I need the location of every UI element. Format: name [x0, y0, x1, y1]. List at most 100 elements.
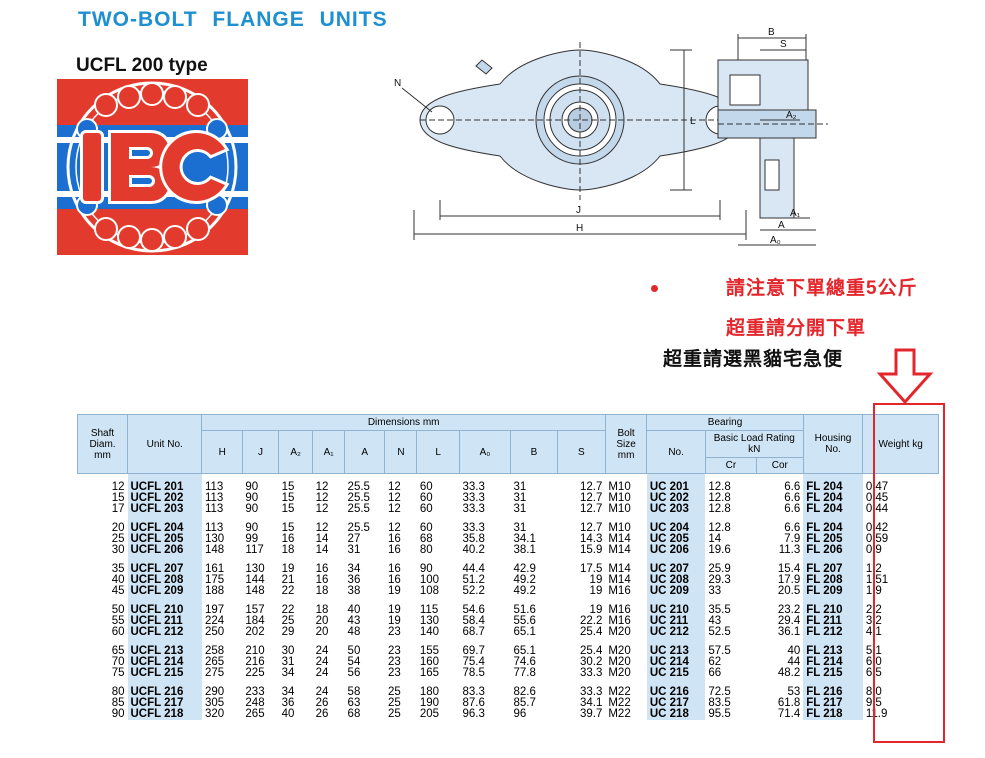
- table-cell: 44: [787, 656, 801, 668]
- table-cell: 83.5: [708, 697, 731, 709]
- table-cell: FL 211: [803, 615, 863, 627]
- table-cell: 25: [111, 533, 125, 545]
- col-cr: Cr: [704, 457, 757, 474]
- table-cell: 62: [708, 656, 722, 668]
- table-cell: 34: [281, 686, 295, 698]
- table-cell: 320: [204, 708, 225, 720]
- table-cell: 18: [315, 604, 329, 616]
- table-cell: 11.3: [778, 544, 801, 556]
- table-cell: 6.6: [784, 522, 801, 534]
- col-j: J: [241, 430, 280, 474]
- table-cell: 250: [204, 626, 225, 638]
- table-cell: 15: [281, 503, 295, 515]
- col-load-rating: Basic Load Rating kN: [704, 430, 804, 458]
- table-cell: FL 212: [803, 626, 863, 638]
- table-cell: 11.9: [865, 708, 888, 720]
- table-cell: 26: [315, 708, 329, 720]
- table-cell: 17: [111, 503, 125, 515]
- table-cell: M14: [608, 563, 631, 575]
- table-cell: 49.2: [513, 574, 536, 586]
- table-cell: 31: [513, 503, 527, 515]
- table-cell: UC 205: [646, 533, 706, 545]
- table-cell: 24: [315, 645, 329, 657]
- table-cell: 29.3: [708, 574, 731, 586]
- table-cell: UC 203: [646, 503, 706, 515]
- table-cell: UC 207: [646, 556, 706, 575]
- table-cell: FL 204: [803, 473, 863, 493]
- table-cell: FL 204: [803, 515, 863, 534]
- table-cell: 26: [315, 697, 329, 709]
- table-cell: FL 208: [803, 574, 863, 586]
- table-cell: FL 218: [803, 708, 863, 720]
- table-cell: UCFL 218: [127, 708, 202, 720]
- table-cell: 33.3: [462, 492, 485, 504]
- table-cell: 30: [281, 645, 295, 657]
- table-cell: 60: [419, 481, 433, 493]
- table-cell: M22: [608, 697, 631, 709]
- table-cell: 16: [387, 563, 401, 575]
- col-s: S: [556, 430, 606, 474]
- table-cell: 14.3: [579, 533, 603, 545]
- table-cell: 113: [204, 522, 224, 534]
- table-cell: M10: [608, 481, 631, 493]
- table-cell: 25.4: [579, 645, 603, 657]
- table-cell: 117: [245, 544, 264, 556]
- table-cell: FL 214: [803, 656, 863, 668]
- table-cell: 6.6: [784, 492, 801, 504]
- col-bolt: Bolt Size mm: [604, 414, 648, 474]
- table-cell: FL 217: [803, 697, 863, 709]
- col-a1: A₁: [312, 430, 346, 474]
- table-cell: 87.6: [462, 697, 485, 709]
- table-cell: 14: [315, 544, 329, 556]
- table-cell: 85: [111, 697, 125, 709]
- table-cell: 31: [347, 544, 361, 556]
- note-shipping: 超重請選黑貓宅急便: [663, 349, 844, 370]
- table-cell: UCFL 212: [127, 626, 202, 638]
- table-cell: 224: [204, 615, 225, 627]
- table-cell: UC 201: [646, 473, 706, 493]
- page-title: TWO-BOLT FLANGE UNITS: [78, 8, 388, 31]
- table-cell: 30.2: [579, 656, 603, 668]
- table-cell: 96.3: [462, 708, 485, 720]
- table-cell: 15: [281, 492, 295, 504]
- table-cell: 24: [315, 686, 329, 698]
- col-housing: Housing No.: [802, 414, 864, 474]
- col-a: A: [344, 430, 386, 474]
- table-cell: 49.2: [513, 585, 536, 597]
- table-cell: 12: [315, 481, 329, 493]
- table-cell: FL 204: [803, 492, 863, 504]
- table-cell: 15: [281, 522, 295, 534]
- table-cell: 205: [419, 708, 440, 720]
- table-cell: UC 206: [646, 544, 706, 556]
- table-cell: 35.5: [708, 604, 731, 616]
- table-cell: UC 213: [646, 638, 706, 657]
- table-cell: 19: [387, 615, 401, 627]
- table-cell: UC 218: [646, 708, 706, 720]
- table-cell: 12.7: [579, 492, 603, 504]
- table-cell: 82.6: [513, 686, 536, 698]
- table-cell: 0.59: [865, 533, 889, 545]
- col-cor: Cor: [755, 457, 804, 474]
- table-cell: 63: [347, 697, 361, 709]
- table-cell: FL 206: [803, 544, 863, 556]
- table-cell: 14: [708, 533, 722, 545]
- dim-label-b: B: [768, 27, 775, 38]
- table-cell: 19: [387, 604, 401, 616]
- table-cell: 12: [387, 481, 401, 493]
- table-cell: 33.3: [579, 686, 603, 698]
- col-bearing: Bearing: [646, 414, 804, 431]
- table-cell: 69.7: [462, 645, 485, 657]
- ibc-logo: [57, 79, 248, 255]
- table-cell: 78.5: [462, 667, 485, 679]
- table-cell: 60: [419, 522, 433, 534]
- product-type-title: UCFL 200 type: [76, 55, 208, 76]
- note-bullet: [651, 285, 658, 292]
- table-cell: 25: [387, 697, 401, 709]
- table-cell: 15.4: [777, 563, 801, 575]
- table-cell: 258: [204, 645, 225, 657]
